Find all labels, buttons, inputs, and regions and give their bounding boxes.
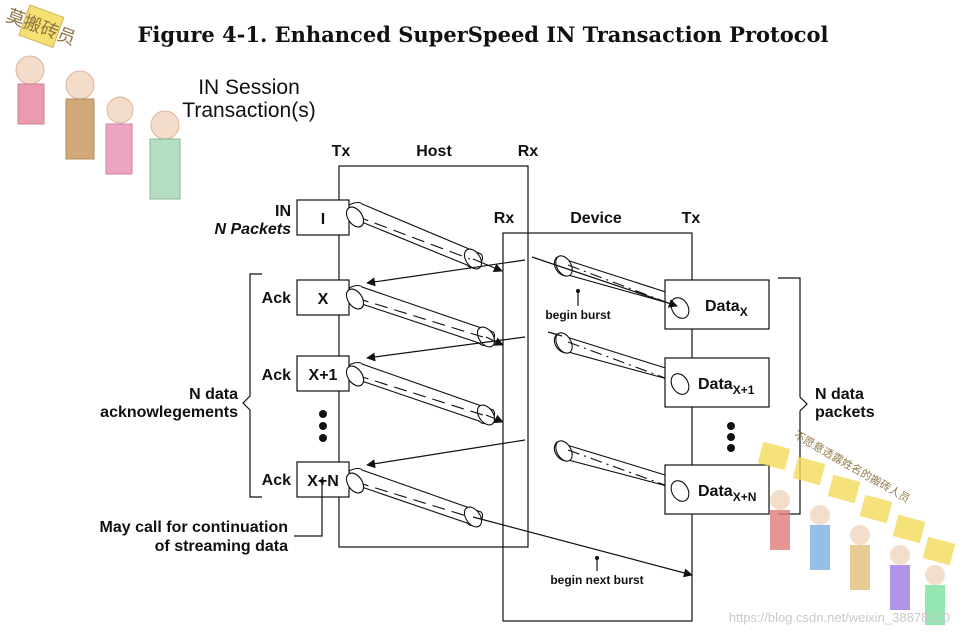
svg-text:DataX+1: DataX+1 <box>698 376 755 397</box>
n-data-packets-line1: N data <box>815 386 864 403</box>
device-box-data-x-plus-n: DataX+N <box>664 464 770 515</box>
device-label: Device <box>570 210 622 227</box>
host-ellipsis-dots <box>319 410 327 442</box>
host-tube-4 <box>345 467 483 528</box>
host-box-x-plus-1: X+1 <box>296 355 350 392</box>
host-box-in: I <box>296 199 350 236</box>
svg-text:begin burst: begin burst <box>545 308 610 322</box>
in-session-label-line1: IN Session <box>198 76 300 99</box>
device-frame <box>502 232 693 622</box>
ack-label-1: Ack <box>262 290 291 307</box>
arrows <box>321 256 693 578</box>
host-label: Host <box>416 143 452 160</box>
host-tube-2 <box>345 284 496 348</box>
figure-title: Figure 4-1. Enhanced SuperSpeed IN Trans… <box>138 22 829 47</box>
host-tube-1 <box>345 201 483 270</box>
watermark-url: https://blog.csdn.net/weixin_38878510 <box>729 610 950 625</box>
in-session-label-line2: Transaction(s) <box>182 99 315 122</box>
n-data-ack-line1: N data <box>189 386 238 403</box>
continuation-leader <box>294 499 323 537</box>
n-packets-label: N Packets <box>215 221 292 238</box>
svg-text:I: I <box>321 211 325 228</box>
device-rx-label: Rx <box>494 210 515 227</box>
watermark-stamp-bottom-right: 不愿意透露姓名的搬砖人员 <box>757 427 956 625</box>
may-call-line2: of streaming data <box>155 538 288 555</box>
n-data-packets-line2: packets <box>815 404 875 421</box>
host-box-x: X <box>296 279 350 316</box>
device-tx-label: Tx <box>682 210 701 227</box>
n-data-ack-line2: acknowlegements <box>100 404 238 421</box>
host-tx-label: Tx <box>332 143 351 160</box>
host-tube-3 <box>345 361 496 426</box>
begin-burst-callout: begin burst <box>545 289 611 322</box>
ack-label-2: Ack <box>262 367 291 384</box>
svg-text:DataX: DataX <box>705 298 748 319</box>
begin-next-burst-callout: begin next burst <box>550 556 644 587</box>
host-rx-label: Rx <box>518 143 539 160</box>
ack-brace <box>242 273 262 498</box>
device-ellipsis-dots <box>727 422 735 452</box>
may-call-line1: May call for continuation <box>100 519 288 536</box>
ack-label-3: Ack <box>262 472 291 489</box>
svg-text:begin next burst: begin next burst <box>550 573 643 587</box>
svg-text:DataX+N: DataX+N <box>698 483 756 504</box>
svg-text:X+1: X+1 <box>309 367 338 384</box>
packets-brace <box>778 277 808 515</box>
watermark-stamp-top-left: 莫搬砖员 <box>4 4 181 200</box>
svg-text:X: X <box>318 291 329 308</box>
in-label: IN <box>275 203 291 220</box>
